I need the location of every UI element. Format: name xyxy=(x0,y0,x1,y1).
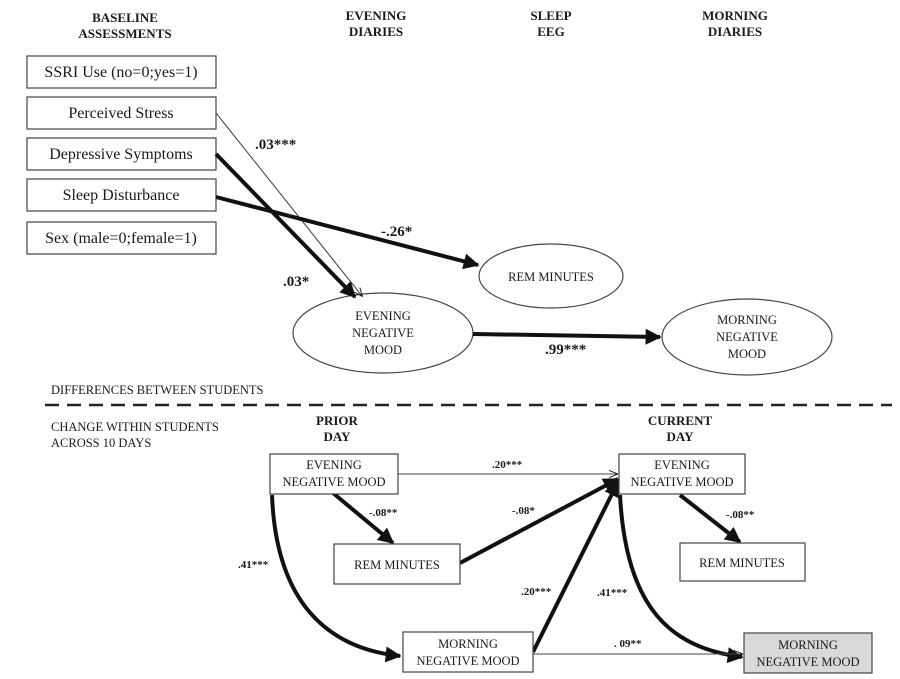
header-sleep-line2: EEG xyxy=(537,24,564,39)
box-sex-label: Sex (male=0;female=1) xyxy=(45,230,197,247)
box-ssri-use-label: SSRI Use (no=0;yes=1) xyxy=(44,64,197,81)
header-current-line1: CURRENT xyxy=(648,413,713,428)
coef-depressive-to-evening: .03* xyxy=(283,274,309,290)
path-depressive-to-evening xyxy=(214,152,357,299)
ellipse-evening-label-1: EVENING xyxy=(355,309,411,323)
coef-rem-to-current-evening: -.08* xyxy=(512,505,535,517)
path-current-evening-to-current-morning xyxy=(618,494,744,664)
box-current-rem-label: REM MINUTES xyxy=(699,556,785,570)
box-prior-evening-label-1: EVENING xyxy=(306,458,362,472)
header-morning-line1: MORNING xyxy=(702,8,768,23)
coef-prior-morning-to-current-morning: . 09** xyxy=(614,638,642,650)
box-perceived-stress-label: Perceived Stress xyxy=(68,105,173,122)
box-prior-rem-label: REM MINUTES xyxy=(354,558,440,572)
box-sex xyxy=(26,221,217,255)
box-prior-evening-negative-mood xyxy=(269,453,399,495)
coef-stress-to-evening: .03*** xyxy=(255,137,296,153)
box-perceived-stress xyxy=(26,96,217,130)
ellipse-morning-label-2: NEGATIVE xyxy=(716,330,778,344)
box-current-morning-negative-mood xyxy=(743,632,873,674)
header-evening-line1: EVENING xyxy=(346,8,407,23)
ellipse-morning-label-3: MOOD xyxy=(728,347,766,361)
box-prior-morning-label-1: MORNING xyxy=(438,637,498,651)
ellipse-rem-minutes-label: REM MINUTES xyxy=(508,270,594,284)
coef-sleep-to-rem: -.26* xyxy=(381,224,412,240)
path-current-evening-to-rem xyxy=(678,493,742,544)
box-current-rem-minutes xyxy=(679,542,806,582)
path-sleep-to-rem xyxy=(215,195,480,270)
box-prior-rem-minutes xyxy=(333,543,461,585)
box-sleep-disturbance xyxy=(26,178,217,212)
path-prior-morning-to-current-evening xyxy=(531,480,620,653)
box-prior-morning-label-2: NEGATIVE MOOD xyxy=(416,654,519,668)
header-morning-line2: DIARIES xyxy=(708,24,762,39)
ellipse-evening-label-2: NEGATIVE xyxy=(352,326,414,340)
box-current-morning-label-1: MORNING xyxy=(778,638,838,652)
path-evening-to-morning xyxy=(472,328,662,345)
box-prior-morning-negative-mood xyxy=(402,631,534,673)
box-current-evening-label-2: NEGATIVE MOOD xyxy=(630,475,733,489)
coef-prior-evening-to-prior-morning: .41*** xyxy=(238,559,269,571)
header-current-line2: DAY xyxy=(667,429,695,444)
header-prior-line2: DAY xyxy=(324,429,352,444)
coef-prior-evening-to-rem: -.08** xyxy=(369,507,398,519)
box-ssri-use xyxy=(26,55,217,89)
coef-prior-evening-to-current-evening: .20*** xyxy=(492,459,523,471)
coef-evening-to-morning: .99*** xyxy=(545,342,586,358)
path-rem-to-current-evening xyxy=(459,477,620,565)
header-prior-line1: PRIOR xyxy=(316,413,359,428)
box-depressive-symptoms-label: Depressive Symptoms xyxy=(49,146,193,163)
header-baseline-line2: ASSESSMENTS xyxy=(78,26,171,41)
coef-current-evening-to-rem: -.08** xyxy=(726,509,755,521)
section-between-students: DIFFERENCES BETWEEN STUDENTS xyxy=(51,383,264,397)
section-within-line2: ACROSS 10 DAYS xyxy=(51,436,151,450)
path-prior-evening-to-rem xyxy=(331,491,395,545)
header-evening-line2: DIARIES xyxy=(349,24,403,39)
box-depressive-symptoms xyxy=(26,137,217,171)
ellipse-rem-minutes xyxy=(478,243,624,309)
header-baseline-line1: BASELINE xyxy=(92,10,158,25)
header-sleep-line1: SLEEP xyxy=(530,8,571,23)
ellipse-evening-label-3: MOOD xyxy=(364,343,402,357)
box-current-morning-label-2: NEGATIVE MOOD xyxy=(756,655,859,669)
section-within-line1: CHANGE WITHIN STUDENTS xyxy=(51,420,219,434)
box-current-evening-label-1: EVENING xyxy=(654,458,710,472)
box-prior-evening-label-2: NEGATIVE MOOD xyxy=(282,475,385,489)
coef-current-evening-to-current-morning: .41*** xyxy=(597,587,628,599)
coef-prior-morning-to-current-evening: .20*** xyxy=(521,586,552,598)
box-sleep-disturbance-label: Sleep Disturbance xyxy=(63,187,180,204)
box-current-evening-negative-mood xyxy=(618,453,746,495)
ellipse-morning-label-1: MORNING xyxy=(717,313,777,327)
path-stress-to-evening xyxy=(215,112,362,296)
path-prior-evening-to-prior-morning xyxy=(270,494,402,663)
ellipse-morning-negative-mood xyxy=(661,298,833,376)
ellipse-evening-negative-mood xyxy=(292,292,474,374)
